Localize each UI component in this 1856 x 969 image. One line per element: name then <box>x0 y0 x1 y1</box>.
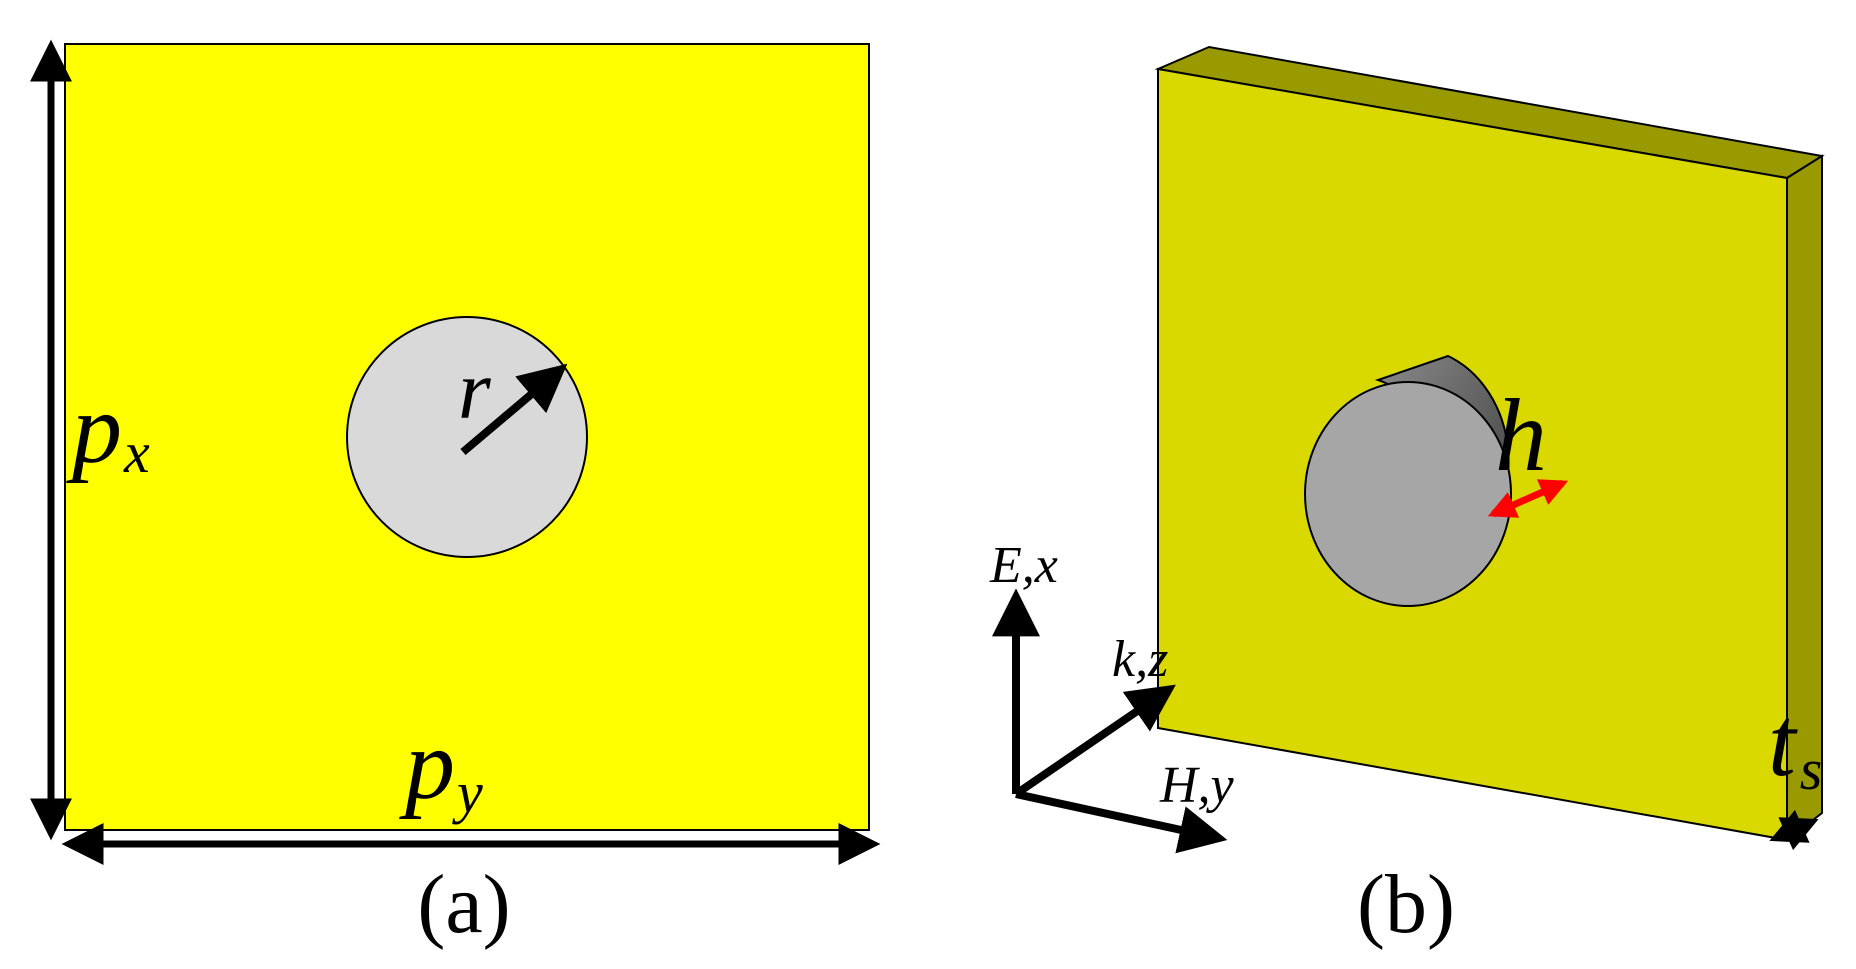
h-y-label: H,y <box>1159 757 1235 814</box>
e-x-label: E,x <box>989 537 1058 594</box>
radius-arrow <box>460 363 568 456</box>
coordinate-axes: E,x k,z H,y <box>989 537 1235 854</box>
k-z-label: k,z <box>1112 631 1168 688</box>
height-arrow <box>1487 479 1569 518</box>
caption-b: (b) <box>1357 858 1455 951</box>
panel-a: r px py (a) <box>30 39 881 951</box>
panel-b: h ts E,x k,z H,y (b) <box>989 45 1825 951</box>
height-label: h <box>1495 378 1547 493</box>
thickness-arrow <box>1769 809 1819 851</box>
radius-label: r <box>458 344 491 437</box>
py-label: py <box>399 709 483 825</box>
k-z-axis <box>1013 684 1176 798</box>
caption-a: (a) <box>417 858 510 951</box>
px-label: px <box>66 373 150 485</box>
cylinder-face <box>1304 381 1512 607</box>
thickness-label: ts <box>1768 686 1822 802</box>
h-y-axis <box>1015 790 1228 854</box>
